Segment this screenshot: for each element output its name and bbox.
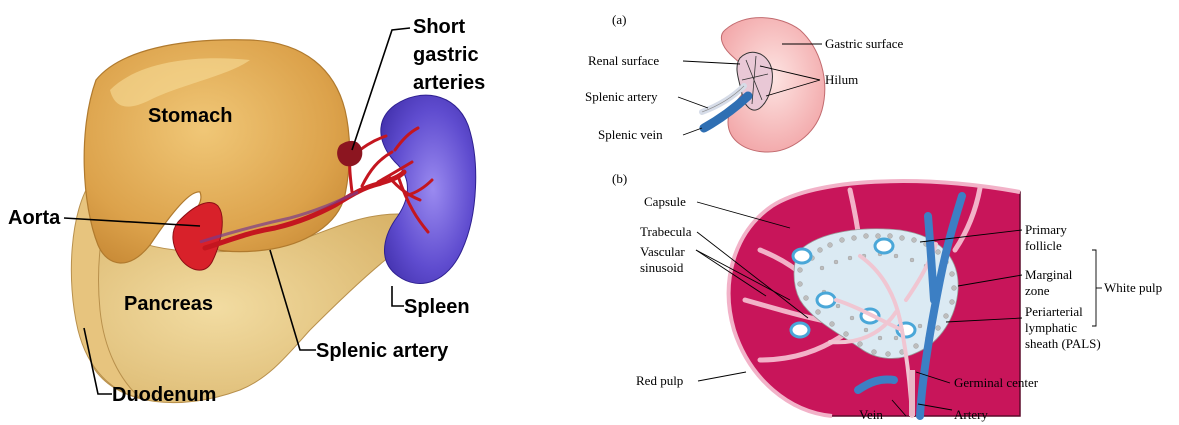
tag-a: (a) <box>612 12 626 27</box>
label-spleen: Spleen <box>404 296 470 318</box>
label-aorta: Aorta <box>8 207 61 229</box>
label-renal-surface: Renal surface <box>588 53 659 68</box>
label-splenic-vein-a: Splenic vein <box>598 127 663 142</box>
label-marginal-zone-1: Marginal <box>1025 267 1073 282</box>
label-capsule: Capsule <box>644 194 686 209</box>
label-short-gastric-line3: arteries <box>413 72 485 94</box>
label-splenic-artery: Splenic artery <box>316 340 449 362</box>
label-vein: Vein <box>859 407 883 422</box>
label-pals-3: sheath (PALS) <box>1025 336 1101 351</box>
label-pancreas: Pancreas <box>124 293 213 315</box>
short-gastric-cluster <box>337 141 362 166</box>
label-white-pulp: White pulp <box>1104 280 1162 295</box>
panel-a-illustration <box>702 18 825 152</box>
label-primary-follicle-2: follicle <box>1025 238 1062 253</box>
label-vascular-sinusoid-1: Vascular <box>640 244 685 259</box>
label-red-pulp: Red pulp <box>636 373 683 388</box>
label-primary-follicle-1: Primary <box>1025 222 1067 237</box>
spleen-shape <box>381 95 476 283</box>
label-germinal-center: Germinal center <box>954 375 1039 390</box>
label-pals-2: lymphatic <box>1025 320 1077 335</box>
spleen-a-shape <box>721 18 824 152</box>
label-short-gastric-line1: Short <box>413 16 466 38</box>
label-pals-1: Periarterial <box>1025 304 1083 319</box>
label-stomach: Stomach <box>148 105 232 127</box>
label-splenic-artery-a: Splenic artery <box>585 89 658 104</box>
label-trabecula: Trabecula <box>640 224 692 239</box>
label-gastric-surface: Gastric surface <box>825 36 904 51</box>
tag-b: (b) <box>612 171 627 186</box>
label-marginal-zone-2: zone <box>1025 283 1050 298</box>
label-vascular-sinusoid-2: sinusoid <box>640 260 684 275</box>
label-duodenum: Duodenum <box>112 384 216 406</box>
label-artery: Artery <box>954 407 988 422</box>
label-hilum: Hilum <box>825 72 858 87</box>
label-short-gastric-line2: gastric <box>413 44 479 66</box>
